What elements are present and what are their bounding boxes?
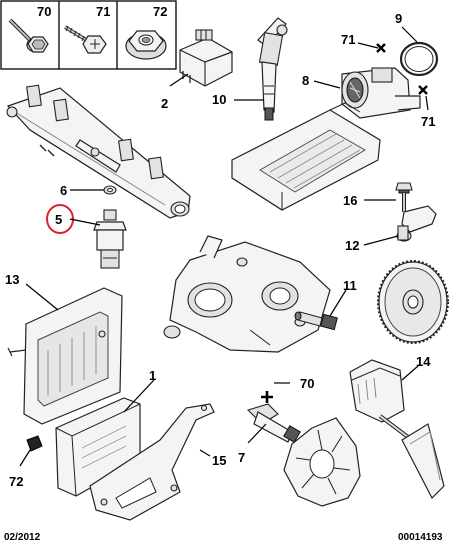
header-table: 70 71 72 [0,0,177,70]
fuel-rail-part[interactable] [6,84,191,219]
callout-1[interactable]: 1 [149,368,156,383]
callout-14[interactable]: 14 [416,354,431,369]
callout-9[interactable]: 9 [395,11,402,26]
callout-15[interactable]: 15 [212,453,226,468]
washer-part[interactable] [103,185,117,195]
hex-flange-bolt-icon [8,18,49,53]
callout-7[interactable]: 7 [238,450,245,465]
footer: 02/2012 00014193 [4,532,443,543]
leader-lines [19,26,429,467]
flywheel-part[interactable] [377,260,449,344]
callout-11[interactable]: 11 [343,278,357,293]
pressure-sensor-part[interactable] [93,209,127,269]
callout-70[interactable]: 70 [300,376,314,391]
engine-cover-part[interactable] [231,102,381,211]
plus-marker-70 [261,391,273,403]
injector-part[interactable] [257,17,288,121]
cross-marker-71a [376,43,386,53]
header-cell-70[interactable]: 70 [8,4,51,53]
relay-part[interactable] [179,29,233,87]
callout-labels: 2 10 9 71 8 71 6 5 16 12 13 11 14 1 70 7… [5,11,435,489]
header-number-72: 72 [153,4,167,19]
header-number-70: 70 [37,4,51,19]
ecu-bracket-part[interactable] [7,287,123,425]
air-mass-meter-part[interactable] [341,67,421,119]
callout-6[interactable]: 6 [60,183,67,198]
thermostat-housing-part[interactable] [163,235,331,353]
header-number-71: 71 [96,4,110,19]
callout-13[interactable]: 13 [5,272,19,287]
flange-nut-icon [125,30,167,60]
clip-nut-part[interactable] [26,435,43,452]
temperature-sensor-part[interactable] [294,311,338,331]
crankshaft-sensor-part[interactable] [396,205,437,242]
callout-2[interactable]: 2 [161,96,168,111]
callout-16[interactable]: 16 [343,193,357,208]
wood-screw-icon [64,25,107,54]
footer-reference: 00014193 [398,532,443,543]
header-cell-72[interactable]: 72 [125,4,167,60]
footer-date: 02/2012 [4,532,41,543]
callout-5[interactable]: 5 [55,212,62,227]
support-bracket-part[interactable] [89,403,215,521]
callout-12[interactable]: 12 [345,238,359,253]
header-cell-71[interactable]: 71 [64,4,110,54]
target-wheel-part[interactable] [283,417,361,507]
camshaft-sensor-part[interactable] [246,403,301,443]
callout-71a[interactable]: 71 [341,32,355,47]
accelerator-pedal-part[interactable] [349,359,445,500]
bolt-part-16[interactable] [395,182,413,212]
callout-72[interactable]: 72 [9,474,23,489]
callout-8[interactable]: 8 [302,73,309,88]
callout-10[interactable]: 10 [212,92,226,107]
seal-ring-part[interactable] [399,41,439,77]
callout-71b[interactable]: 71 [421,114,435,129]
cross-marker-71b [418,85,428,95]
